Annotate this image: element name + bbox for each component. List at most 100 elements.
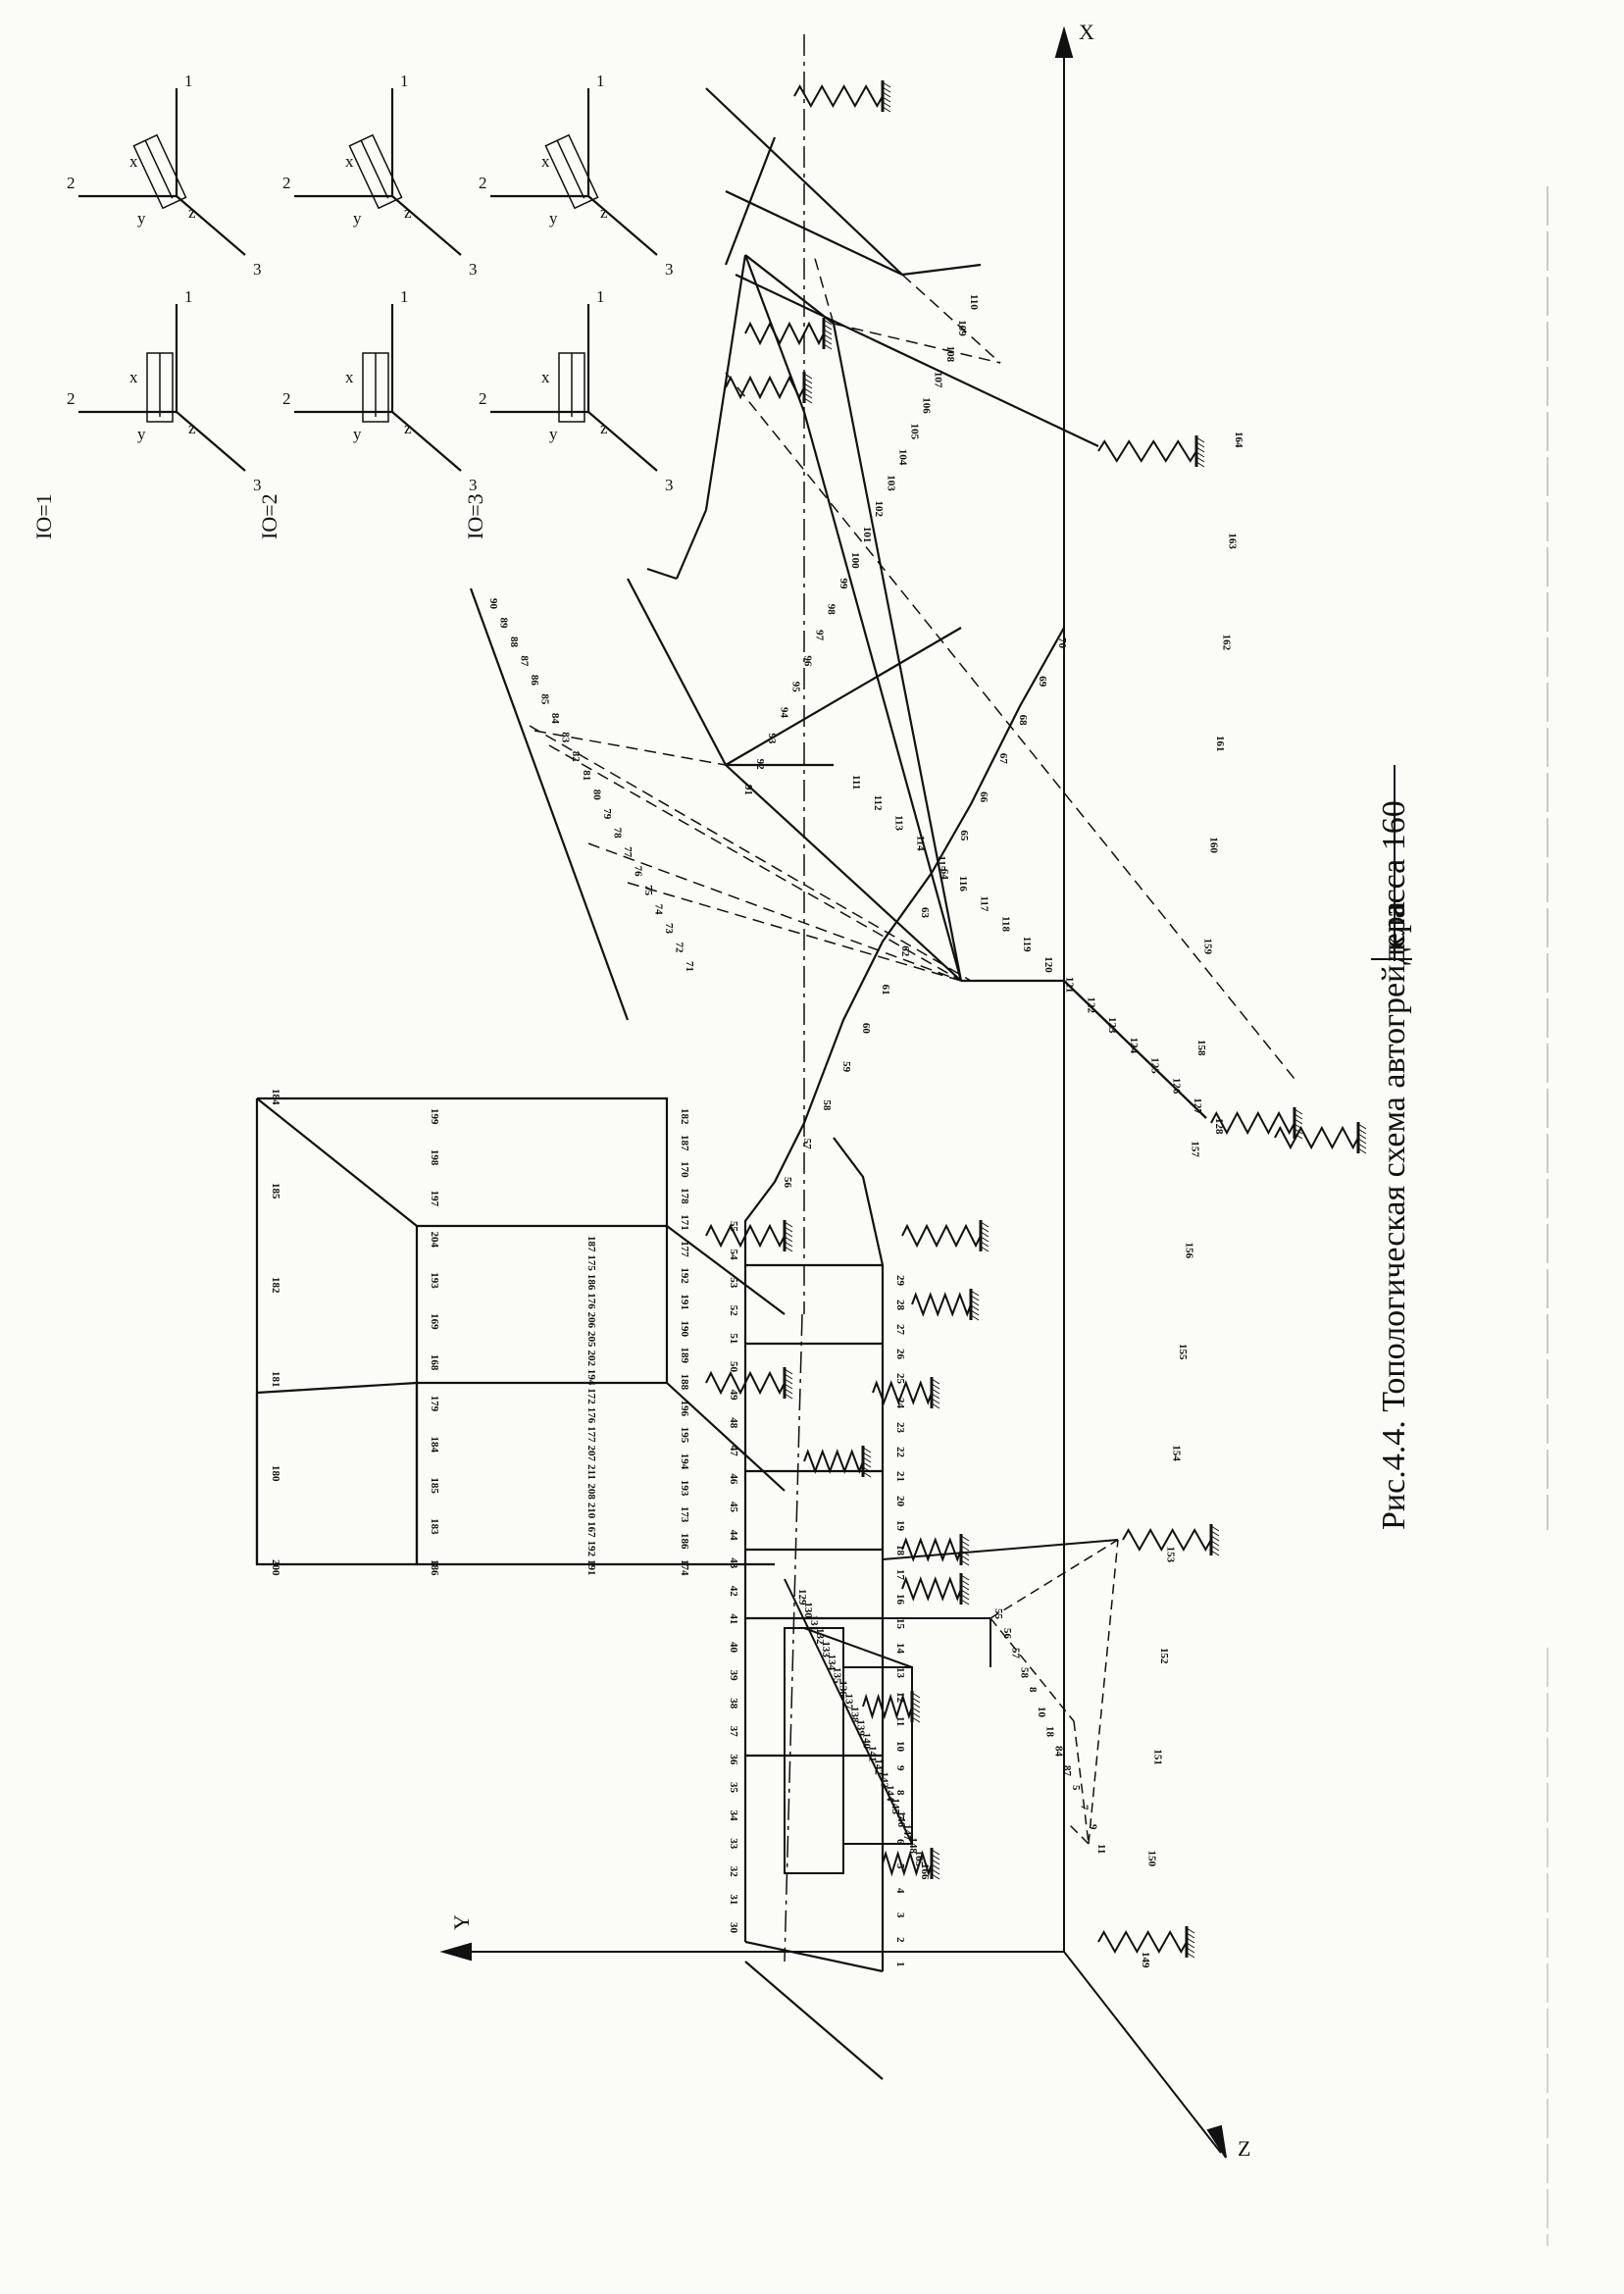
- node-label-frame-upper: 67: [997, 753, 1009, 765]
- node-label-cab-right: 170: [679, 1161, 690, 1178]
- rear-beams: [1063, 980, 1207, 1119]
- node-label-blade-c: 122: [1085, 996, 1096, 1013]
- spring: [744, 318, 833, 350]
- frame-axis-label: 1: [184, 287, 193, 306]
- node-label-cab-mid: 168: [429, 1354, 440, 1371]
- frame-axis-axis3: [587, 411, 658, 472]
- node-label-cab-mid: 204: [429, 1231, 440, 1248]
- ground-hatch: [931, 1402, 940, 1409]
- ground-hatch: [960, 1535, 970, 1542]
- blade-edge: [675, 509, 708, 580]
- node-label-blade-a: 72: [673, 943, 685, 954]
- node-label-cab-inner: 172: [585, 1388, 597, 1404]
- node-label-engine: 138: [849, 1707, 861, 1723]
- node-label-cab-inner: 167: [585, 1521, 597, 1538]
- node-label-frame-bottom: 5: [894, 1863, 906, 1869]
- spring-coil: [872, 1380, 933, 1405]
- frame-local-label: y: [549, 425, 558, 443]
- node-label-frame-bottom: 24: [894, 1398, 906, 1409]
- blade-edge: [725, 190, 903, 276]
- ground-hatch: [784, 1373, 793, 1380]
- node-label-frame-top: 51: [728, 1333, 739, 1344]
- node-label-cab-right: 196: [679, 1401, 690, 1417]
- node-label-blade-a: 71: [684, 961, 695, 972]
- spring: [911, 1289, 980, 1321]
- spring-coil: [882, 1850, 933, 1877]
- ground-hatch: [931, 1388, 940, 1395]
- ground-hatch: [931, 1873, 940, 1880]
- ground-hatch: [980, 1246, 990, 1252]
- ground-hatch: [803, 382, 813, 389]
- node-label-blade-b: 99: [837, 578, 849, 589]
- node-label-wheels: 159: [1201, 939, 1213, 955]
- node-label-blade-b: 102: [873, 501, 885, 518]
- node-label-blade-b: 105: [908, 424, 920, 440]
- node-label-blade-a: 86: [529, 675, 540, 687]
- node-label-blade-c: 127: [1192, 1097, 1203, 1114]
- blade-edge: [802, 411, 963, 982]
- ground-hatch: [911, 1697, 921, 1704]
- spring-coil: [1122, 1527, 1212, 1553]
- node-label-frame-bottom: 20: [894, 1496, 906, 1507]
- node-label-cab-inner: 175: [585, 1254, 597, 1271]
- node-label-cab-inner: 191: [585, 1559, 597, 1576]
- node-label-blade-c: 113: [893, 815, 905, 831]
- ground-hatch: [803, 392, 813, 399]
- ground-hatch: [931, 1868, 940, 1875]
- caption-text: Рис.4.4. Топологическая схема автогрейде…: [1376, 901, 1412, 1530]
- node-label-frame-bottom: 28: [894, 1300, 906, 1311]
- node-label-engine: 133: [820, 1641, 832, 1657]
- node-label-cab-right: 174: [679, 1559, 690, 1576]
- node-label-blade-b: 106: [921, 397, 933, 414]
- spring-coil: [1210, 1110, 1295, 1136]
- node-label-cab-inner: 210: [585, 1503, 597, 1519]
- ground-hatch: [1195, 446, 1205, 453]
- node-label-frame-upper: 65: [958, 830, 970, 841]
- ground-hatch: [970, 1295, 980, 1301]
- node-label-cab-left: 180: [270, 1465, 281, 1482]
- node-label-blade-c: 123: [1106, 1017, 1118, 1034]
- dashed-link: [529, 725, 972, 982]
- node-label-frame-bottom: 1: [894, 1962, 906, 1967]
- node-label-blade-c: 119: [1021, 937, 1033, 952]
- node-label-blade-b: 93: [766, 733, 778, 744]
- node-label-engine: 143: [878, 1772, 889, 1789]
- node-label-cab-inner: 192: [585, 1541, 597, 1557]
- ground-hatch: [931, 1393, 940, 1400]
- spring: [725, 372, 813, 404]
- node-label-frame-top: 44: [728, 1530, 739, 1542]
- dashed-link: [1068, 1823, 1090, 1845]
- node-label-blade-a: 81: [581, 770, 592, 781]
- node-label-cab-right: 187: [679, 1135, 690, 1151]
- node-label-frame-top: 53: [728, 1277, 739, 1289]
- node-label-blade-a: 89: [498, 617, 510, 629]
- node-label-frame-bottom: 25: [894, 1373, 906, 1385]
- ground-hatch: [980, 1226, 990, 1233]
- ground-hatch: [980, 1236, 990, 1243]
- ground-hatch: [862, 1461, 872, 1468]
- z-axis: [1063, 1951, 1222, 2154]
- node-label-frame-top: 32: [728, 1866, 739, 1878]
- frame-axis-label: 2: [479, 174, 487, 192]
- node-label-front: 8: [1027, 1687, 1039, 1693]
- ground-hatch: [1186, 1937, 1195, 1944]
- blade-edge: [744, 254, 835, 325]
- node-label-engine: 137: [843, 1694, 855, 1710]
- ground-hatch: [931, 1854, 940, 1861]
- frame-local-label: z: [404, 419, 412, 437]
- blade-edge: [725, 764, 962, 982]
- ground-hatch: [1294, 1133, 1303, 1140]
- node-label-frame-top: 46: [728, 1473, 739, 1485]
- node-label-frame-top: 33: [728, 1838, 739, 1850]
- dashed-link: [548, 744, 962, 982]
- ground-hatch: [1186, 1947, 1195, 1954]
- node-label-blade-a: 77: [622, 846, 634, 858]
- node-label-blade-c: 112: [872, 795, 884, 811]
- ground-hatch: [1210, 1540, 1220, 1547]
- node-label-blade-b: 95: [789, 682, 801, 693]
- node-label-engine: 142: [872, 1759, 884, 1775]
- node-label-frame-bottom: 19: [894, 1520, 906, 1532]
- node-label-frame-top: 35: [728, 1782, 739, 1794]
- node-label-frame-top: 39: [728, 1670, 739, 1682]
